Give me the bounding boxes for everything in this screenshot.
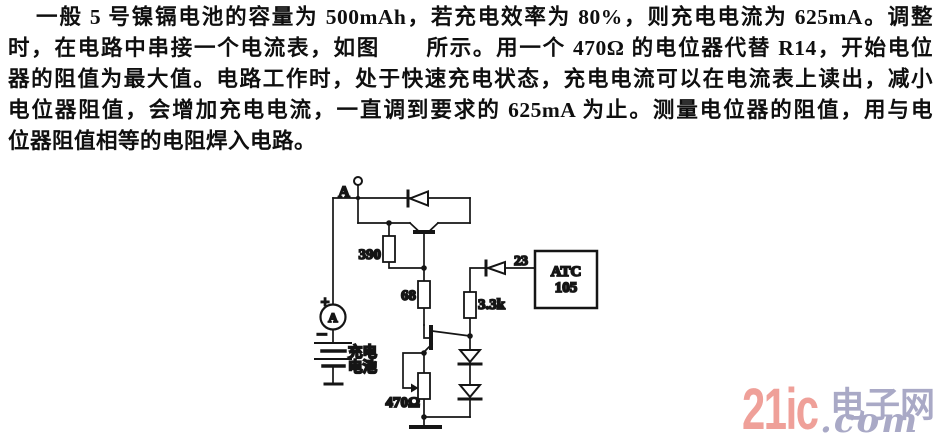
watermark-site-name: 电子网 bbox=[830, 386, 936, 425]
terminal-a bbox=[353, 176, 363, 186]
battery-label-line1: 充电 bbox=[348, 343, 377, 361]
resistor-68 bbox=[417, 280, 431, 309]
transistor-q2 bbox=[422, 325, 471, 354]
battery-label-line2: 电池 bbox=[348, 358, 377, 376]
minus-sign: − bbox=[316, 324, 327, 346]
paragraph-line: 电位器阻值，会增加充电电流，一直调到要求的 625mA 为止。测量电位器的阻值，… bbox=[8, 98, 933, 122]
watermark-brand: 21ic bbox=[742, 377, 819, 440]
potentiometer-470-label: 470Ω bbox=[385, 395, 420, 411]
ammeter bbox=[319, 303, 347, 331]
paragraph-line: 一般 5 号镍镉电池的容量为 500mAh，若充电效率为 80%，则充电电流为 … bbox=[36, 5, 933, 29]
ic-pin-label: 23 bbox=[514, 254, 528, 269]
plus-sign: + bbox=[320, 294, 329, 311]
diode-top bbox=[406, 189, 429, 208]
paragraph-line: 器的阻值为最大值。电路工作时，处于快速充电状态，充电电流可以在电流表上读出，减小 bbox=[8, 67, 933, 91]
paragraph-line: 位器阻值相等的电阻焊入电路。 bbox=[8, 129, 317, 153]
junction-dots bbox=[355, 195, 473, 420]
battery-symbol bbox=[314, 342, 352, 386]
ic-name: ATC bbox=[551, 264, 582, 280]
transistor-q1 bbox=[408, 221, 440, 234]
ammeter-label: A bbox=[328, 310, 338, 325]
resistor-390 bbox=[382, 235, 396, 263]
resistor-3k3 bbox=[463, 291, 477, 319]
resistor-68-label: 68 bbox=[401, 288, 416, 304]
body-text: 一般 5 号镍镉电池的容量为 500mAh，若充电效率为 80%，则充电电流为 … bbox=[8, 2, 933, 157]
ic-atc105 bbox=[533, 249, 599, 310]
watermark: 21ic 电子网 .com bbox=[742, 381, 941, 440]
circuit-wires bbox=[332, 184, 536, 427]
diode-chain bbox=[457, 349, 483, 401]
resistor-3k3-label: 3.3k bbox=[478, 297, 506, 313]
paragraph-line: 时，在电路中串接一个电流表，如图 所示。用一个 470Ω 的电位器代替 R14，… bbox=[8, 36, 933, 60]
resistor-390-label: 390 bbox=[359, 247, 382, 263]
diode-ic bbox=[484, 259, 506, 277]
terminal-a-label: A bbox=[338, 184, 350, 201]
watermark-domain: .com bbox=[820, 401, 920, 440]
potentiometer-470 bbox=[411, 372, 431, 400]
ic-number: 105 bbox=[555, 280, 578, 296]
